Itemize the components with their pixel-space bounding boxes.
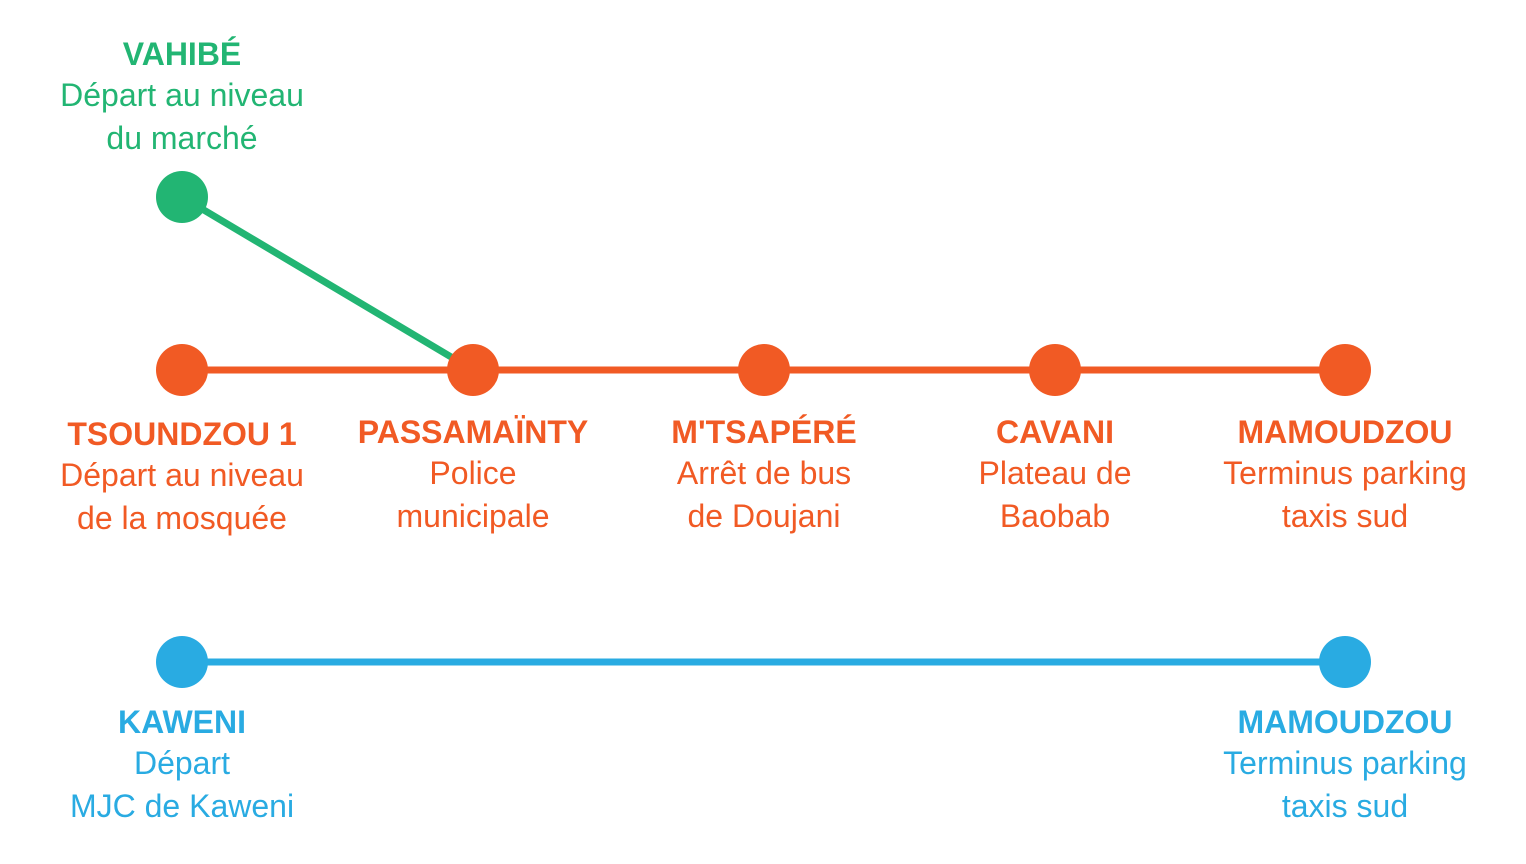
stop-label-cavani: CAVANI Plateau de Baobab bbox=[895, 412, 1215, 538]
stop-dot-cavani bbox=[1029, 344, 1081, 396]
stop-name: TSOUNDZOU 1 bbox=[67, 416, 297, 452]
stop-dot-tsoundzou bbox=[156, 344, 208, 396]
stop-desc-line: MJC de Kaweni bbox=[69, 788, 295, 824]
stop-name: M'TSAPÉRÉ bbox=[671, 414, 857, 450]
stop-name: KAWENI bbox=[118, 704, 246, 740]
stop-dot-mamoudzou-blue bbox=[1319, 636, 1371, 688]
stop-label-passamainty: PASSAMAÏNTY Police municipale bbox=[313, 412, 633, 538]
stop-dot-mamoudzou-orange bbox=[1319, 344, 1371, 396]
stop-desc-line: Départ bbox=[133, 745, 231, 781]
stop-label-mamoudzou-blue: MAMOUDZOU Terminus parking taxis sud bbox=[1185, 702, 1505, 828]
stop-desc-line: de Doujani bbox=[687, 498, 841, 534]
stop-dot-passamainty bbox=[447, 344, 499, 396]
stop-dot-mtsapere bbox=[738, 344, 790, 396]
stop-desc-line: taxis sud bbox=[1281, 498, 1409, 534]
stop-label-mamoudzou-orange: MAMOUDZOU Terminus parking taxis sud bbox=[1185, 412, 1505, 538]
stop-desc-line: municipale bbox=[396, 498, 550, 534]
stop-desc-line: Terminus parking bbox=[1223, 745, 1467, 781]
stop-name: MAMOUDZOU bbox=[1237, 414, 1453, 450]
stop-name: CAVANI bbox=[996, 414, 1114, 450]
stop-desc-line: Arrêt de bus bbox=[676, 455, 852, 491]
stop-dot-kaweni bbox=[156, 636, 208, 688]
stop-label-tsoundzou: TSOUNDZOU 1 Départ au niveau de la mosqu… bbox=[22, 414, 342, 540]
stop-label-vahibe: VAHIBÉ Départ au niveau du marché bbox=[22, 34, 342, 160]
stop-name: VAHIBÉ bbox=[122, 36, 242, 72]
stop-name: MAMOUDZOU bbox=[1237, 704, 1453, 740]
stop-dot-vahibe bbox=[156, 171, 208, 223]
stop-label-mtsapere: M'TSAPÉRÉ Arrêt de bus de Doujani bbox=[604, 412, 924, 538]
stop-desc-line: Baobab bbox=[999, 498, 1111, 534]
stop-desc-line: Départ au niveau bbox=[60, 77, 304, 113]
stop-desc-line: Départ au niveau bbox=[60, 457, 304, 493]
green-line-segment bbox=[178, 193, 477, 374]
stop-desc-line: Plateau de bbox=[978, 455, 1132, 491]
stop-desc-line: du marché bbox=[106, 120, 258, 156]
stop-desc-line: taxis sud bbox=[1281, 788, 1409, 824]
stop-desc-line: de la mosquée bbox=[77, 500, 287, 536]
stop-desc-line: Police bbox=[429, 455, 517, 491]
stop-desc-line: Terminus parking bbox=[1223, 455, 1467, 491]
stop-label-kaweni: KAWENI Départ MJC de Kaweni bbox=[22, 702, 342, 828]
stop-name: PASSAMAÏNTY bbox=[357, 414, 589, 450]
